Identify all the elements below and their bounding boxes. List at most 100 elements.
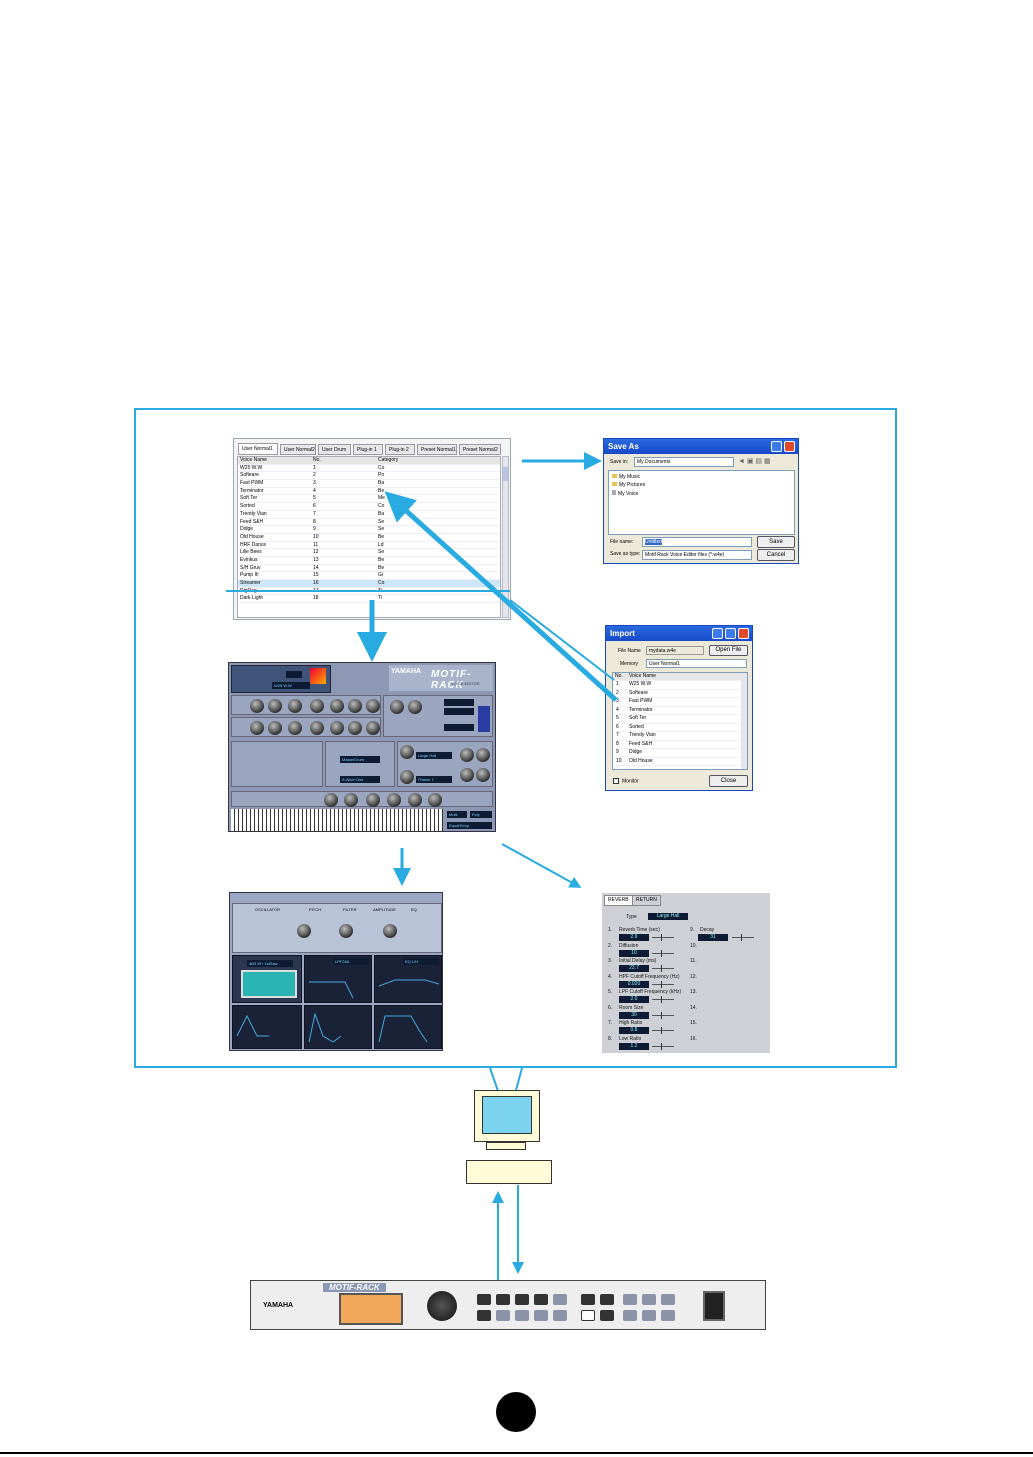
temperament-display[interactable]: EqualTemp bbox=[447, 822, 492, 829]
pad[interactable] bbox=[496, 1294, 510, 1305]
param-value[interactable]: 0.8 bbox=[619, 1027, 649, 1034]
knob[interactable] bbox=[476, 748, 490, 762]
tab-user-normal1[interactable]: User Normal1 bbox=[238, 443, 278, 455]
pad[interactable] bbox=[534, 1310, 548, 1321]
tab-plugin1[interactable]: Plug-in 1 bbox=[353, 444, 383, 455]
knob[interactable] bbox=[310, 699, 324, 713]
poly-display[interactable]: Poly bbox=[470, 811, 492, 818]
data-dial[interactable] bbox=[427, 1291, 457, 1321]
knob[interactable] bbox=[476, 768, 490, 782]
knob[interactable] bbox=[324, 793, 338, 807]
param-value[interactable]: 30 bbox=[619, 1011, 649, 1019]
param-slider[interactable] bbox=[652, 1027, 674, 1034]
save-type-select[interactable]: Motif Rack Voice Editor files (*.w4e) bbox=[642, 550, 752, 560]
close-button[interactable]: Close bbox=[709, 775, 748, 787]
tab-plugin2[interactable]: Plug-in 2 bbox=[385, 444, 415, 455]
pad[interactable] bbox=[600, 1294, 614, 1305]
knob[interactable] bbox=[288, 699, 302, 713]
filter-type-display[interactable]: LPF24A bbox=[333, 958, 369, 965]
list-item[interactable]: My Voice bbox=[612, 490, 638, 498]
keyboard[interactable] bbox=[231, 809, 443, 831]
close-icon[interactable] bbox=[738, 628, 749, 639]
knob[interactable] bbox=[460, 748, 474, 762]
knob[interactable] bbox=[387, 793, 401, 807]
knob[interactable] bbox=[400, 745, 414, 759]
file-name-input[interactable]: Untitled bbox=[642, 537, 752, 547]
eq-type-display[interactable]: EQ L/H bbox=[403, 958, 439, 965]
wave-name-display[interactable]: 4B3 W+ 1stSaw bbox=[247, 960, 293, 967]
knob[interactable] bbox=[460, 768, 474, 782]
pad[interactable] bbox=[477, 1294, 491, 1305]
tab-preset-normal2[interactable]: Preset Normal2 bbox=[459, 444, 501, 455]
pad[interactable] bbox=[553, 1294, 567, 1305]
toolbar-icons[interactable]: ◄ ▣ ▤ ▦ bbox=[738, 458, 771, 465]
pad[interactable] bbox=[496, 1310, 510, 1321]
column-header-name[interactable]: Voice Name bbox=[629, 673, 656, 679]
pad[interactable] bbox=[642, 1310, 656, 1321]
pad[interactable] bbox=[477, 1310, 491, 1321]
save-button[interactable]: Save bbox=[757, 536, 795, 548]
column-header-no[interactable]: No. bbox=[615, 673, 623, 679]
tab-return[interactable]: RETURN bbox=[632, 895, 661, 906]
close-icon[interactable] bbox=[784, 441, 795, 452]
knob[interactable] bbox=[400, 770, 414, 784]
param-value[interactable]: 31 bbox=[698, 934, 728, 941]
reverb-type-display[interactable]: Large Hall bbox=[416, 752, 452, 759]
pad[interactable] bbox=[600, 1310, 614, 1321]
column-header-category[interactable]: Category bbox=[378, 457, 399, 463]
param-value[interactable]: 23.7 bbox=[619, 965, 649, 972]
mode-display[interactable]: Multi bbox=[447, 811, 467, 818]
tab-preset-normal1[interactable]: Preset Normal1 bbox=[417, 444, 457, 455]
pad[interactable] bbox=[515, 1294, 529, 1305]
help-icon[interactable] bbox=[771, 441, 782, 452]
knob[interactable] bbox=[428, 793, 442, 807]
tab-user-drum[interactable]: User Drum bbox=[318, 444, 351, 455]
tab-amplitude[interactable]: AMPLITUDE bbox=[373, 907, 396, 912]
knob[interactable] bbox=[344, 793, 358, 807]
param-value[interactable]: 2.9 bbox=[619, 934, 649, 941]
knob[interactable] bbox=[408, 793, 422, 807]
maximize-icon[interactable] bbox=[725, 628, 736, 639]
power-switch[interactable] bbox=[703, 1291, 725, 1321]
knob[interactable] bbox=[297, 924, 311, 938]
param-value[interactable]: 10 bbox=[619, 949, 649, 957]
effect1-display[interactable]: MasterDrum bbox=[340, 756, 380, 763]
pad[interactable] bbox=[581, 1310, 595, 1321]
knob[interactable] bbox=[330, 721, 344, 735]
tab-pitch[interactable]: PITCH bbox=[309, 907, 321, 912]
param-slider[interactable] bbox=[652, 1011, 674, 1019]
pad[interactable] bbox=[642, 1294, 656, 1305]
knob[interactable] bbox=[268, 721, 282, 735]
knob[interactable] bbox=[339, 924, 353, 938]
column-header-name[interactable]: Voice Name bbox=[240, 457, 267, 463]
knob[interactable] bbox=[408, 700, 422, 714]
pad[interactable] bbox=[581, 1294, 595, 1305]
param-value[interactable]: 1.2 bbox=[619, 1042, 649, 1050]
minimize-icon[interactable] bbox=[712, 628, 723, 639]
open-file-button[interactable]: Open File bbox=[709, 645, 748, 656]
param-slider[interactable] bbox=[652, 949, 674, 957]
pad[interactable] bbox=[515, 1310, 529, 1321]
list-item[interactable]: My Pictures bbox=[612, 482, 645, 489]
tab-oscillator[interactable]: OSCILLATOR bbox=[255, 907, 280, 912]
pad[interactable] bbox=[553, 1310, 567, 1321]
cancel-button[interactable]: Cancel bbox=[757, 549, 795, 561]
